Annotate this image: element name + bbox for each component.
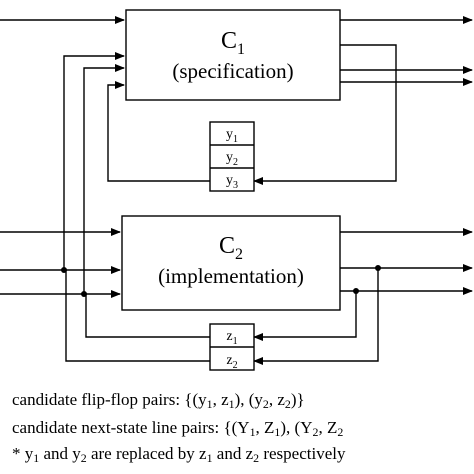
c1-shared-input-line-1 xyxy=(63,52,125,270)
caption-flip-flop-pairs: candidate flip-flop pairs: {(y1, z1), (y… xyxy=(12,390,305,411)
y-register-cell-label: y1 xyxy=(226,127,238,145)
circuit-diagram: C1 (specification) C2 (implementation) y… xyxy=(0,9,473,371)
c1-title: C1 xyxy=(221,28,245,58)
y-register-cell-label: y3 xyxy=(226,173,238,191)
c2-title: C2 xyxy=(219,233,243,263)
c1-feedback-line xyxy=(253,44,397,185)
y-register-output-line xyxy=(107,81,210,182)
c1-box xyxy=(125,9,341,101)
junction-dot xyxy=(61,267,67,273)
junction-dot xyxy=(353,288,359,294)
c2-box xyxy=(121,215,341,311)
caption-next-state-line-pairs: candidate next-state line pairs: {(Y1, Z… xyxy=(12,418,344,439)
junction-dot xyxy=(81,291,87,297)
c2-subtitle: (implementation) xyxy=(158,264,304,288)
caption-replacement-note: * y1 and y2 are replaced by z1 and z2 re… xyxy=(12,444,346,465)
z-register-cell-label: z2 xyxy=(226,353,237,371)
c1-subtitle: (specification) xyxy=(172,59,293,83)
y-register xyxy=(209,121,255,192)
c1-shared-input-line-2 xyxy=(83,64,125,294)
z-register-cell-label: z1 xyxy=(226,329,237,347)
y-register-cell-label: y2 xyxy=(226,150,238,168)
z-register-output-line-1 xyxy=(85,294,210,338)
c2-feedback-line-2 xyxy=(253,291,357,341)
junction-dot xyxy=(375,265,381,271)
z-register-output-line-2 xyxy=(65,270,210,362)
c2-feedback-line-1 xyxy=(253,268,379,365)
